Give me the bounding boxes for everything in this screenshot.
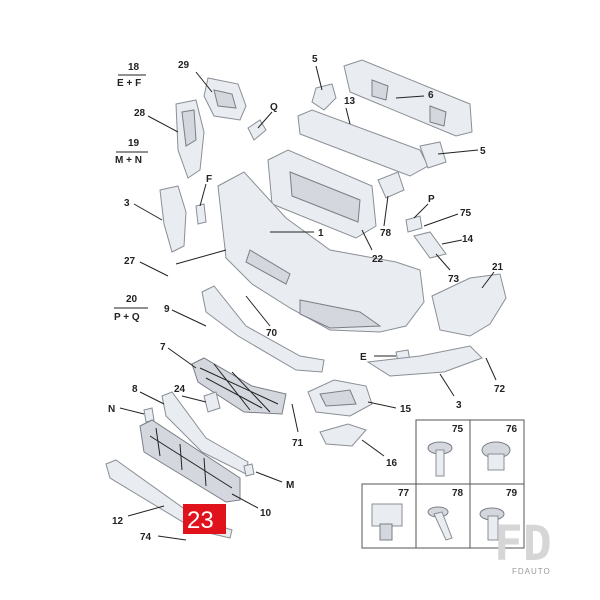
part-labels: 18 E + F 29 28 19 M + N 3 F 27 20 P + Q … [108, 54, 506, 543]
part-9-lower-frame [201, 285, 325, 373]
label-73: 73 [448, 274, 460, 285]
part-12-lower-strip [105, 459, 233, 539]
part-6-beam [343, 59, 473, 137]
fastener-76-clip-icon [481, 441, 511, 471]
label-19: 19 [128, 138, 140, 149]
label-1: 1 [318, 228, 324, 239]
label-7: 7 [160, 342, 166, 353]
label-29: 29 [178, 60, 190, 71]
part-28-side-guide [175, 99, 205, 179]
part-F-clip [195, 203, 207, 225]
part-M-clip [243, 463, 255, 477]
label-28: 28 [134, 108, 146, 119]
label-21: 21 [492, 262, 504, 273]
label-71: 71 [292, 438, 304, 449]
label-3-left: 3 [124, 198, 130, 209]
label-6: 6 [428, 90, 434, 101]
part-7-grille [191, 357, 287, 415]
part-14-rail [413, 231, 447, 259]
label-5-top: 5 [312, 54, 318, 65]
fastener-label-78: 78 [452, 488, 464, 499]
watermark-name: FDAUTO [512, 567, 551, 576]
fastener-label-79: 79 [506, 488, 518, 499]
part-78-stay [377, 171, 405, 199]
fastener-75-screw-icon [427, 441, 453, 477]
label-70: 70 [266, 328, 278, 339]
callout-23: 23 [183, 504, 226, 534]
label-24: 24 [174, 384, 186, 395]
part-24-clip [203, 391, 221, 413]
label-8: 8 [132, 384, 138, 395]
part-29-bracket [203, 77, 247, 121]
watermark-letters: FD [494, 516, 552, 572]
label-75: 75 [460, 208, 472, 219]
part-5-right-bracket [419, 141, 447, 169]
fastener-77-push-clip-icon [371, 503, 403, 541]
label-15: 15 [400, 404, 412, 415]
fastener-79-rivet-icon [479, 507, 505, 541]
label-19-sub: M + N [115, 155, 142, 166]
label-5-right: 5 [480, 146, 486, 157]
label-F: F [206, 174, 212, 185]
label-P: P [428, 194, 435, 205]
label-N: N [108, 404, 115, 415]
label-10: 10 [260, 508, 272, 519]
label-Q: Q [270, 102, 278, 113]
label-M: M [286, 480, 294, 491]
watermark-logo: FD FDAUTO [494, 516, 552, 576]
part-3-left-bracket [159, 185, 187, 253]
label-14: 14 [462, 234, 474, 245]
label-72: 72 [494, 384, 506, 395]
label-20: 20 [126, 294, 138, 305]
fastener-label-75: 75 [452, 424, 464, 435]
label-12: 12 [112, 516, 124, 527]
part-16-fog-cover [319, 423, 367, 447]
part-1-bumper-cover [217, 171, 425, 333]
part-72-side-trim [366, 345, 483, 377]
label-18-sub: E + F [117, 78, 141, 89]
label-78: 78 [380, 228, 392, 239]
label-18: 18 [128, 62, 140, 73]
label-16: 16 [386, 458, 398, 469]
part-5-upper-bracket [311, 83, 337, 111]
label-27: 27 [124, 256, 136, 267]
part-N-clip [143, 407, 155, 423]
label-22: 22 [372, 254, 384, 265]
label-9: 9 [164, 304, 170, 315]
leader-lines [119, 65, 497, 541]
part-10-lower-grille [139, 419, 241, 503]
label-74: 74 [140, 532, 152, 543]
part-Q-clip [247, 119, 267, 141]
part-15-fog-lamp [307, 379, 373, 417]
label-13: 13 [344, 96, 356, 107]
callout-23-text: 23 [187, 507, 214, 534]
part-P-clip [405, 215, 423, 233]
fastener-grid: 75 76 77 78 79 [361, 419, 525, 549]
label-3-right: 3 [456, 400, 462, 411]
fastener-78-bolt-icon [427, 506, 453, 541]
part-21-right-bracket [431, 273, 507, 337]
label-E: E [360, 352, 367, 363]
fastener-label-77: 77 [398, 488, 410, 499]
label-20-sub: P + Q [114, 312, 140, 323]
fastener-label-76: 76 [506, 424, 518, 435]
